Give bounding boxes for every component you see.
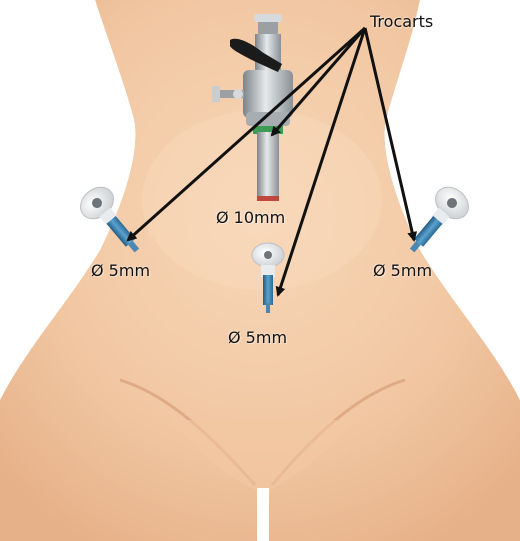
leg-gap bbox=[257, 488, 269, 541]
label-5mm-center: Ø 5mm bbox=[228, 328, 287, 347]
label-5mm-right: Ø 5mm bbox=[373, 261, 432, 280]
label-10mm: Ø 10mm bbox=[216, 208, 285, 227]
label-5mm-left: Ø 5mm bbox=[91, 261, 150, 280]
trocarts-callout-label: Trocarts bbox=[370, 12, 433, 31]
